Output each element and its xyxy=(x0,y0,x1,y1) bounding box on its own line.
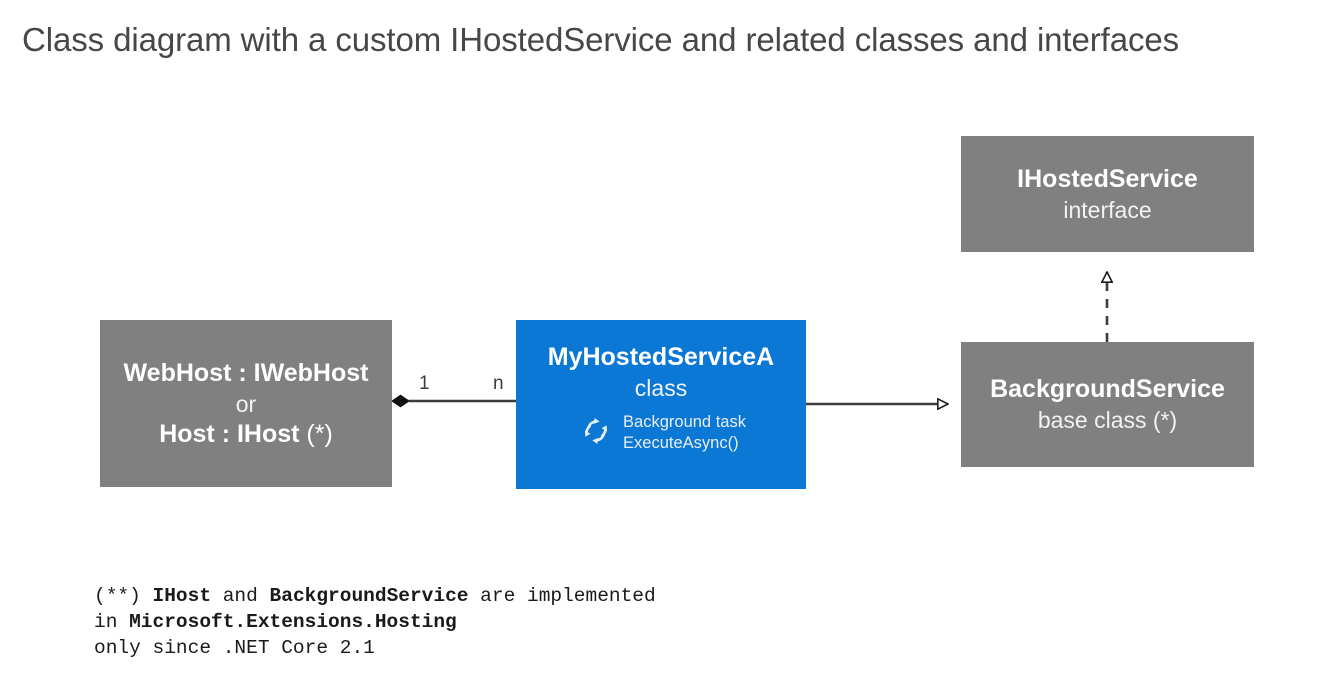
node-ihostedservice-title: IHostedService xyxy=(1017,164,1198,193)
node-webhost-title-line1: WebHost : IWebHost xyxy=(123,358,369,387)
footnote-line1-ihost: IHost xyxy=(152,585,212,607)
node-myhostedservicea-title: MyHostedServiceA xyxy=(547,343,775,371)
class-node-myhostedservicea[interactable]: MyHostedServiceA class Background ta xyxy=(516,320,806,489)
footnote-line2-prefix: in xyxy=(94,611,130,633)
node-backgroundservice-title: BackgroundService xyxy=(990,375,1225,403)
node-backgroundservice-stereotype: base class (*) xyxy=(1037,407,1178,433)
node-webhost-title-line2: Host : IHost (*) xyxy=(159,419,333,450)
footnote: (**) IHost and BackgroundService are imp… xyxy=(94,583,656,661)
node-webhost-title-line2-bold: Host : IHost xyxy=(159,419,300,448)
class-node-webhost[interactable]: WebHost : IWebHost or Host : IHost (*) xyxy=(100,320,392,487)
node-myhostedservicea-stereotype: class xyxy=(634,375,688,401)
multiplicity-label-target: n xyxy=(493,373,504,394)
footnote-line1-prefix: (**) xyxy=(94,585,153,607)
footnote-line1-and: and xyxy=(211,585,270,607)
interface-node-ihostedservice[interactable]: IHostedService interface xyxy=(961,136,1254,252)
node-ihostedservice-stereotype: interface xyxy=(1063,196,1152,223)
multiplicity-label-source: 1 xyxy=(419,373,430,394)
class-node-backgroundservice[interactable]: BackgroundService base class (*) xyxy=(961,342,1254,467)
node-webhost-or-label: or xyxy=(235,390,257,417)
node-webhost-title-line2-note: (*) xyxy=(306,419,333,448)
footnote-line1-suffix: are implemented xyxy=(468,585,656,607)
background-task-line2: ExecuteAsync() xyxy=(623,434,739,452)
footnote-line3: only since .NET Core 2.1 xyxy=(94,637,375,659)
background-task-line1: Background task xyxy=(623,413,746,431)
page-title: Class diagram with a custom IHostedServi… xyxy=(22,21,1180,58)
background-task-row: Background task ExecuteAsync() xyxy=(576,412,746,454)
edge-composition xyxy=(391,394,516,408)
footnote-line1-backgroundservice: BackgroundService xyxy=(269,585,469,607)
filled-diamond-marker xyxy=(391,394,410,408)
sync-refresh-icon xyxy=(580,415,612,452)
background-task-text: Background task ExecuteAsync() xyxy=(623,412,746,454)
footnote-line2-namespace: Microsoft.Extensions.Hosting xyxy=(129,611,457,633)
